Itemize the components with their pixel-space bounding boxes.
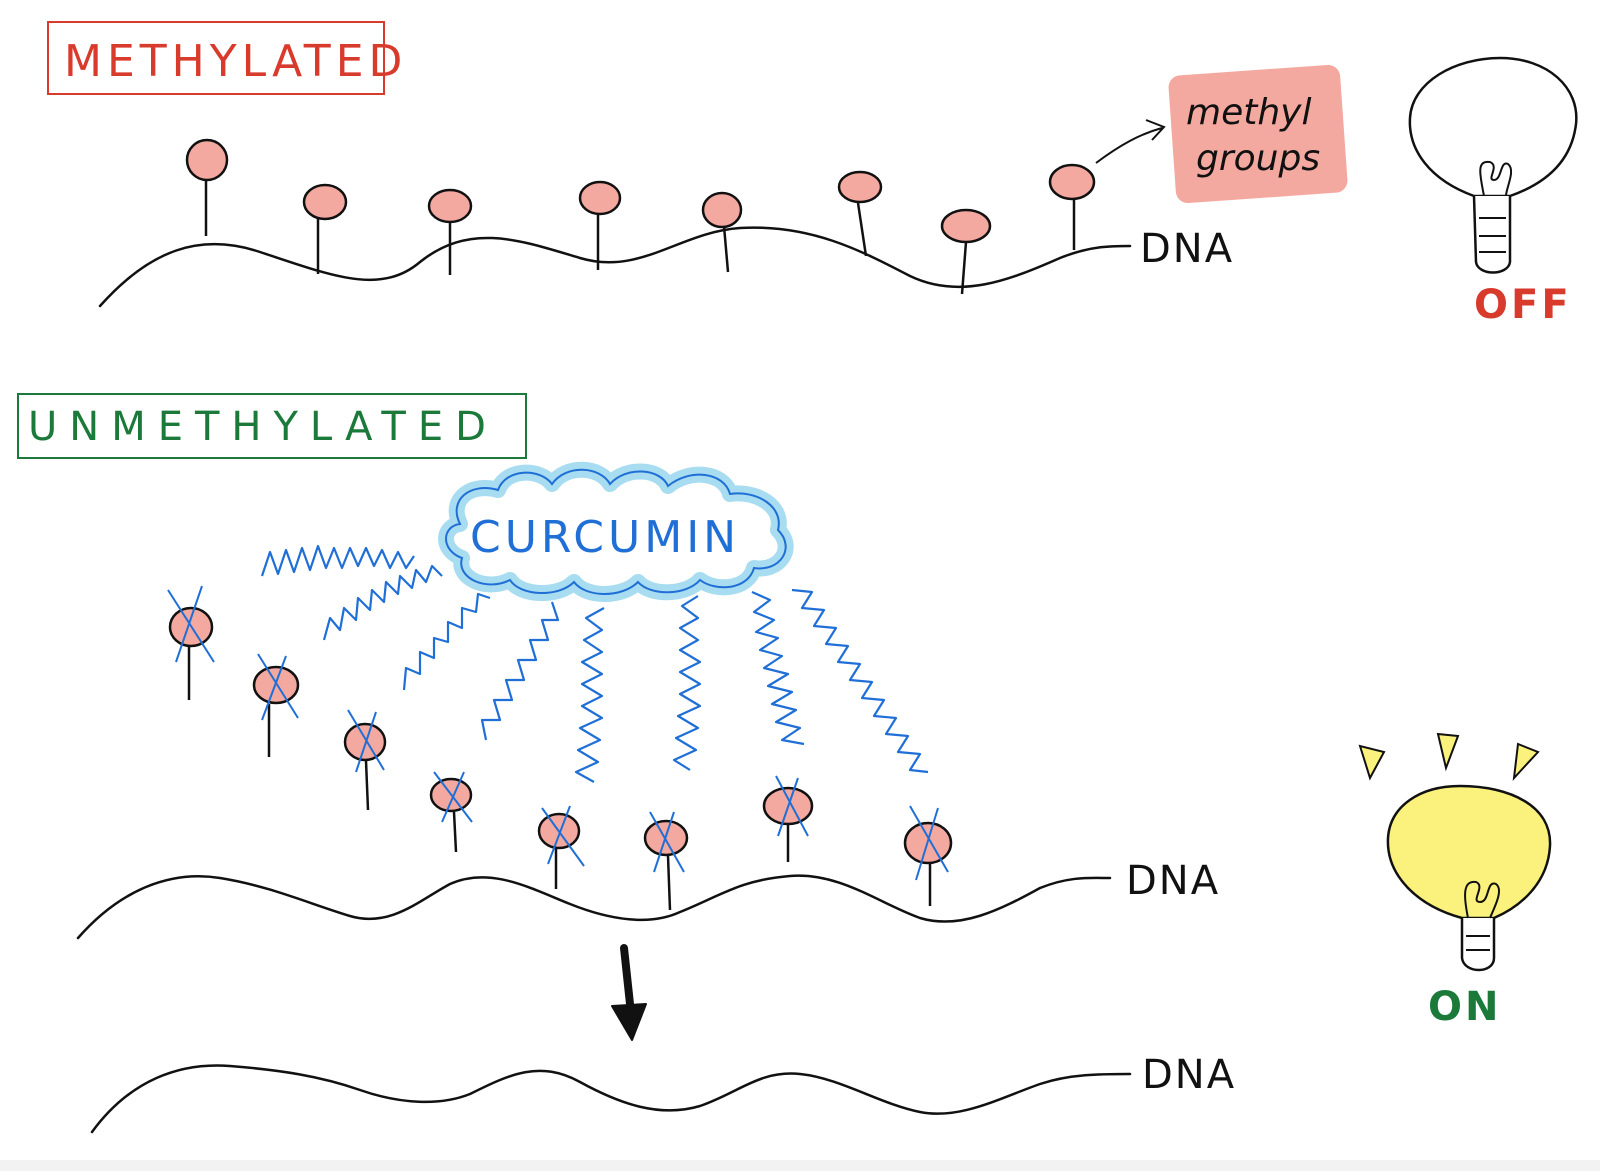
curcumin-wave bbox=[574, 607, 605, 783]
removed-methyl-group bbox=[252, 653, 300, 757]
methylated-title: METHYLATED bbox=[64, 36, 407, 87]
curcumin-waves bbox=[260, 544, 929, 783]
methyl-group bbox=[940, 208, 992, 295]
curcumin-wave bbox=[751, 590, 805, 746]
removed-methyl-group bbox=[643, 811, 689, 911]
methyl-group bbox=[578, 180, 622, 270]
methyl-group bbox=[185, 138, 229, 236]
dna-strand-result bbox=[90, 1064, 1132, 1134]
curcumin-wave bbox=[402, 592, 491, 691]
removed-methyl-group bbox=[537, 805, 585, 889]
methyl-group bbox=[1048, 163, 1096, 250]
state-label-off: OFF bbox=[1474, 282, 1572, 328]
dna-label-unmethylated: DNA bbox=[1126, 858, 1220, 904]
curcumin-cloud: CURCUMIN bbox=[438, 461, 794, 602]
methyl-groups-note: methyl groups bbox=[1168, 64, 1348, 204]
removed-methyl-group bbox=[903, 805, 953, 906]
lightbulb-on-icon bbox=[1358, 732, 1552, 972]
dna-label-methylated: DNA bbox=[1140, 226, 1234, 272]
methyl-pointer-arrow bbox=[1095, 127, 1163, 164]
removed-methyl-group bbox=[167, 585, 215, 700]
removed-methyl-group bbox=[429, 771, 473, 853]
methyl-note-line2: groups bbox=[1196, 138, 1320, 179]
methyl-group bbox=[427, 188, 473, 275]
curcumin-label: CURCUMIN bbox=[470, 512, 740, 563]
dna-strand-methylated bbox=[98, 226, 1132, 308]
curcumin-wave bbox=[791, 588, 929, 774]
curcumin-wave bbox=[322, 564, 443, 641]
unmethylated-title-box bbox=[17, 393, 527, 459]
dna-label-result: DNA bbox=[1142, 1052, 1236, 1098]
curcumin-wave bbox=[480, 601, 560, 741]
removed-methyl-group bbox=[343, 709, 387, 811]
curcumin-wave bbox=[672, 595, 702, 771]
methyl-group bbox=[837, 170, 883, 257]
down-arrow-icon bbox=[611, 944, 647, 1041]
methylated-title-box bbox=[47, 21, 385, 95]
methyl-group bbox=[302, 183, 348, 274]
dna-strand-unmethylated bbox=[76, 874, 1112, 940]
removed-methyl-group bbox=[762, 775, 814, 862]
curcumin-wave bbox=[260, 544, 415, 577]
methyl-pointer-arrowhead bbox=[1145, 119, 1166, 141]
methylated-section: METHYLATED DNA bbox=[47, 21, 1578, 328]
methyl-group bbox=[701, 191, 743, 273]
unmethylated-section: UNMETHYLATED CURCUMIN bbox=[17, 393, 1552, 1134]
unmethylated-title: UNMETHYLATED bbox=[28, 404, 498, 450]
state-label-on: ON bbox=[1428, 984, 1501, 1030]
lightbulb-off-icon bbox=[1408, 56, 1578, 274]
methyl-note-line1: methyl bbox=[1186, 92, 1311, 133]
bottom-strip bbox=[0, 1160, 1600, 1171]
